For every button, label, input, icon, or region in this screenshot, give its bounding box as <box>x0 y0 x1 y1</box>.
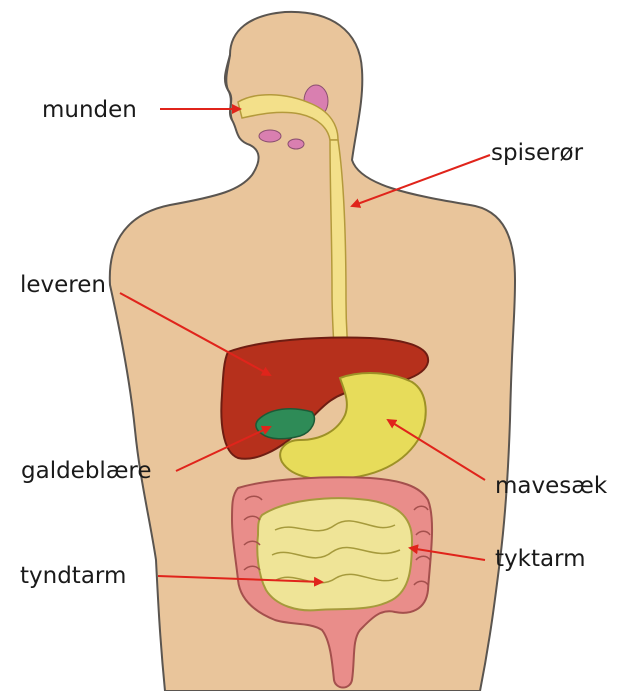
label-mavesaek: mavesæk <box>495 475 607 498</box>
label-tyndtarm: tyndtarm <box>20 565 126 588</box>
small-intestine <box>257 498 412 610</box>
label-tyktarm: tyktarm <box>495 548 586 571</box>
salivary-gland-lower <box>259 130 281 142</box>
salivary-gland-small <box>288 139 304 149</box>
label-munden: munden <box>42 99 137 122</box>
label-galdeblaere: galdeblære <box>21 460 152 483</box>
label-spiseror: spiserør <box>491 142 583 165</box>
label-leveren: leveren <box>20 274 106 297</box>
